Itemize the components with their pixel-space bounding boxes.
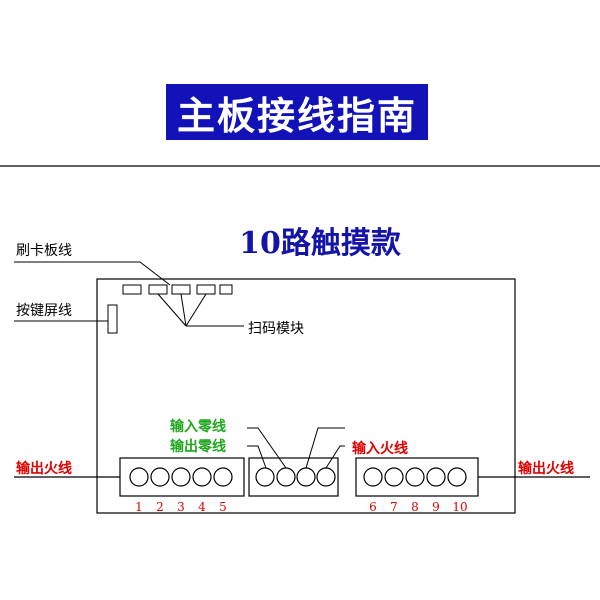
- scan-leader: [157, 293, 187, 327]
- terminal-number: 3: [177, 500, 185, 514]
- scan-leader: [180, 293, 187, 327]
- connector-slot: [122, 284, 142, 295]
- output-neutral-label: 输出零线: [170, 439, 226, 455]
- scan-module-label: 扫码模块: [248, 321, 304, 337]
- output-live-label-left: 输出火线: [16, 461, 72, 477]
- terminal-mid-1: [255, 467, 275, 487]
- input-live-leader-a: [305, 427, 345, 469]
- card-board-leader: [14, 261, 171, 286]
- model-title: 10路触摸款: [239, 226, 401, 261]
- terminal-number: 4: [198, 500, 206, 514]
- terminal-number: 9: [432, 500, 440, 514]
- connector-slot: [196, 284, 216, 295]
- terminal-2: [150, 467, 170, 487]
- terminal-6: [363, 467, 383, 487]
- input-live-leader-b: [325, 445, 345, 469]
- output-live-label-right: 输出火线: [518, 461, 574, 477]
- terminal-mid-3: [296, 467, 316, 487]
- mainboard-outline: [96, 278, 516, 514]
- terminal-7: [384, 467, 404, 487]
- terminal-10: [447, 467, 467, 487]
- key-screen-line-label: 按键屏线: [16, 303, 72, 319]
- terminal-number: 5: [219, 500, 227, 514]
- scan-leader: [185, 293, 207, 327]
- connector-slot: [171, 284, 191, 295]
- terminal-5: [213, 467, 233, 487]
- terminal-number: 10: [452, 500, 468, 514]
- terminal-1: [129, 467, 149, 487]
- input-live-label: 输入火线: [352, 441, 408, 457]
- terminal-8: [405, 467, 425, 487]
- terminal-number: 2: [156, 500, 164, 514]
- terminal-number: 6: [369, 500, 377, 514]
- title-banner: 主板接线指南: [166, 84, 428, 140]
- connector-slot: [148, 284, 168, 295]
- terminal-3: [171, 467, 191, 487]
- card-board-line-label: 刷卡板线: [16, 243, 72, 259]
- terminal-number: 7: [390, 500, 398, 514]
- page-title: 主板接线指南: [176, 93, 417, 138]
- output-neutral-leader: [247, 445, 267, 469]
- terminal-number: 8: [411, 500, 419, 514]
- input-neutral-label: 输入零线: [170, 419, 226, 435]
- terminal-mid-2: [276, 467, 296, 487]
- terminal-number: 1: [135, 500, 143, 514]
- terminal-mid-4: [316, 467, 336, 487]
- terminal-4: [192, 467, 212, 487]
- input-neutral-leader: [247, 427, 287, 469]
- connector-slot: [219, 284, 233, 295]
- key-screen-connector: [107, 304, 118, 334]
- terminal-9: [426, 467, 446, 487]
